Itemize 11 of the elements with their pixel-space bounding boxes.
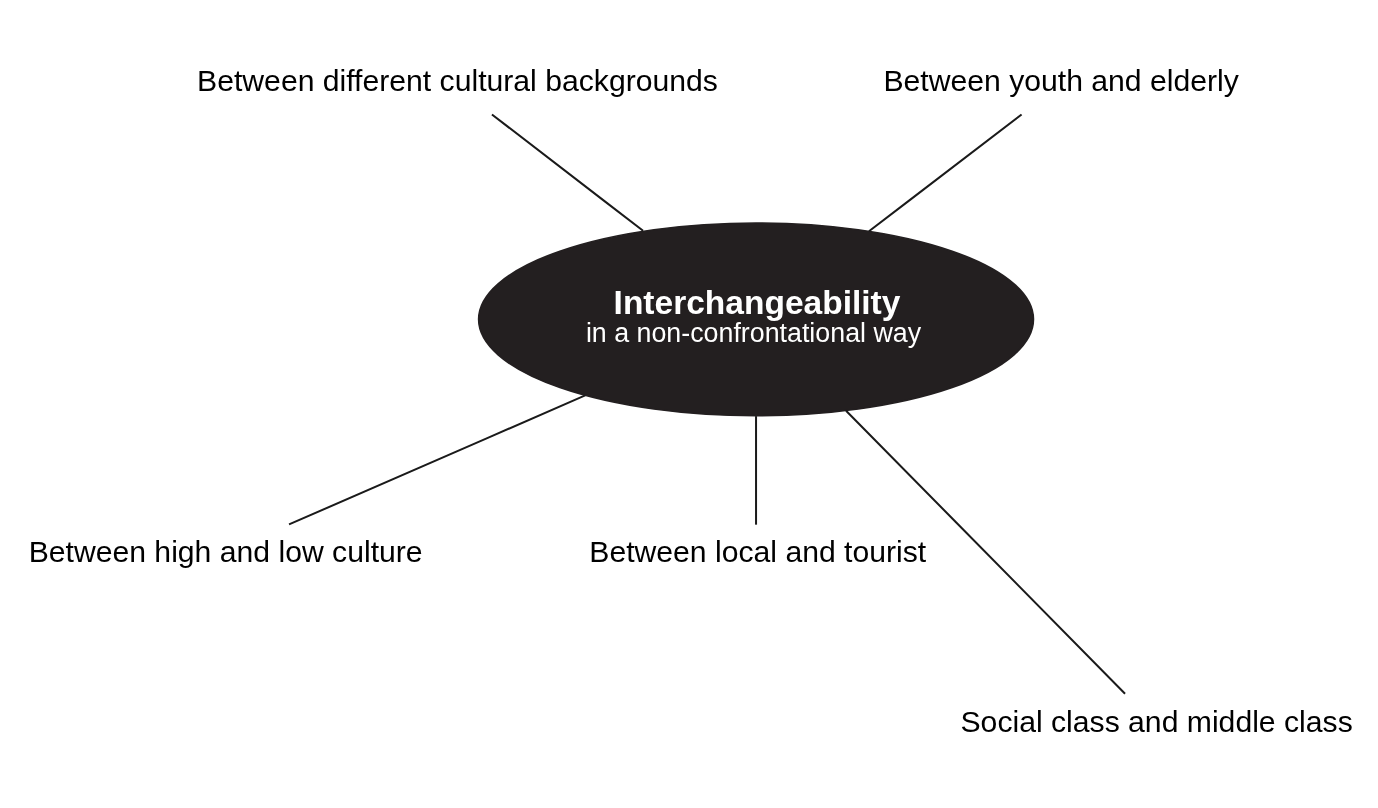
node-text: Between youth and elderly xyxy=(883,64,1239,98)
connector xyxy=(868,113,1023,233)
node-ellipse: Interchangeability in a non-confrontational way xyxy=(477,222,1035,417)
connector xyxy=(288,394,586,526)
connector xyxy=(755,416,758,525)
node-text: Between high and low culture xyxy=(28,535,423,569)
connector xyxy=(845,410,1126,695)
node-text: Between local and tourist xyxy=(589,535,927,569)
node-text: Social class and middle class xyxy=(960,704,1353,738)
connector xyxy=(491,113,644,232)
node-text: Between different cultural backgrounds xyxy=(197,64,718,98)
